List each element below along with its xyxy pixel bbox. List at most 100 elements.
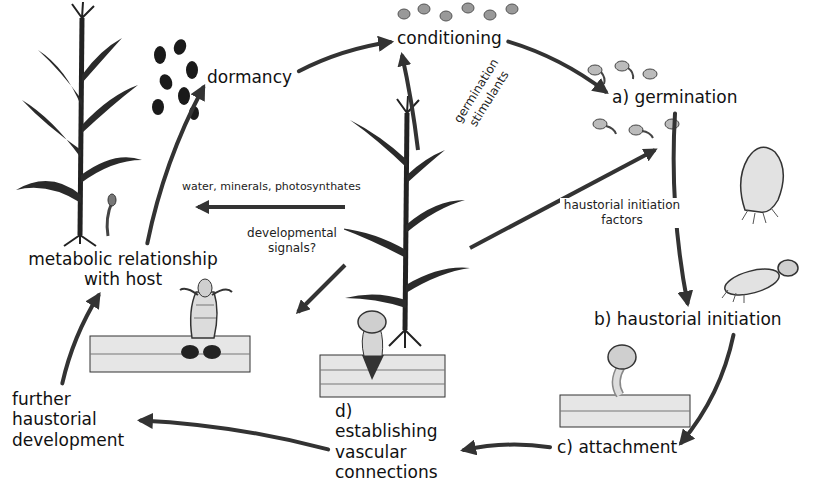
left-host-plant (72, 2, 94, 18)
conditioned-seeds (506, 4, 518, 14)
signal-label: water, minerals, photosynthates (180, 180, 363, 194)
center-host-plant (406, 200, 465, 233)
conditioned-seeds (462, 3, 474, 13)
stage-name: further haustorial development (12, 389, 134, 450)
germinating-seeds (606, 126, 616, 134)
stage-label: b) haustorial initiation (592, 308, 784, 330)
further-development-illustration (203, 345, 221, 359)
further-development-illustration (198, 279, 212, 297)
left-host-plant (81, 157, 142, 183)
dormant-seeds (178, 87, 190, 105)
haustorium-seedlings (742, 208, 778, 224)
center-host-plant (340, 228, 406, 258)
haustorium-seedlings (741, 147, 784, 212)
left-host-plant (64, 235, 96, 246)
vascular-connection-illustration (320, 384, 445, 385)
conditioned-seeds (484, 10, 496, 20)
vascular-connection-illustration (362, 355, 384, 380)
left-host-plant (38, 50, 82, 108)
cycle-arrow (147, 88, 203, 244)
signal-label: developmental signals? (240, 226, 344, 256)
attachment-illustration (560, 345, 690, 427)
center-host-plant (350, 120, 407, 168)
further-development-illustration (90, 354, 250, 355)
further-development-illustration (90, 336, 250, 372)
signal-label: germination stimulants (447, 51, 518, 140)
center-host-plant (407, 150, 445, 183)
germinating-seeds (628, 68, 633, 79)
center-host-plant (406, 268, 470, 293)
vascular-connection-illustration (358, 311, 386, 333)
germinating-seeds (588, 65, 602, 75)
vascular-connection-illustration (320, 355, 445, 397)
haustorium-seedlings (722, 290, 744, 303)
left-host-plant (82, 38, 122, 83)
stage-label: further haustorial development (10, 388, 136, 451)
center-host-plant (340, 96, 470, 348)
conditioned-seeds (440, 11, 452, 21)
germinating-seeds (665, 119, 679, 129)
haustorium-seedlings (778, 260, 798, 276)
center-host-plant (405, 113, 407, 330)
conditioned-seeds (418, 4, 430, 14)
stage-name: d) establishing vascular connections (335, 401, 457, 483)
dormant-seeds (172, 37, 189, 56)
germinating-seeds (642, 131, 653, 138)
attachment-illustration (616, 367, 621, 395)
attachment-illustration (560, 395, 690, 427)
stage-label: c) attachment (555, 436, 679, 458)
left-host-plant (22, 100, 81, 158)
left-host-plant (107, 202, 112, 236)
stage-name: c) attachment (557, 437, 677, 457)
further-development-illustration (194, 305, 216, 318)
conditioned-seeds (398, 9, 410, 19)
further-development-illustration (181, 345, 199, 359)
host-signal-arrows (198, 205, 345, 209)
signal-label: haustorial initiation factors (560, 198, 684, 228)
center-host-plant (345, 294, 406, 308)
stage-label: d) establishing vascular connections (333, 400, 459, 484)
center-host-plant (389, 330, 421, 348)
germinating-seeds (615, 61, 629, 71)
dormant-seeds (157, 72, 175, 92)
host-signal-arrows (402, 55, 418, 150)
left-host-plant (16, 181, 81, 203)
stage-label: dormancy (205, 66, 294, 88)
left-host-plant (16, 2, 142, 246)
stage-label: a) germination (610, 86, 739, 108)
stage-name: metabolic relationship with host (12, 249, 234, 290)
cycle-arrow (508, 42, 605, 92)
stage-label: conditioning (395, 27, 504, 49)
cycle-arrow (141, 420, 328, 449)
stage-name: a) germination (612, 87, 737, 107)
dormant-seeds (186, 61, 198, 79)
germinating-seeds (593, 119, 607, 129)
dormant-seeds (154, 46, 166, 64)
vascular-connection-illustration (320, 370, 445, 371)
germinating-seeds (643, 69, 657, 79)
left-host-plant (82, 85, 138, 133)
further-development-illustration (191, 292, 217, 338)
cycle-arrow (464, 445, 550, 450)
stage-label: metabolic relationship with host (10, 248, 236, 291)
stage-name: conditioning (397, 28, 502, 48)
cycle-arrow (299, 42, 390, 71)
conditioned-seeds (398, 3, 518, 21)
further-development-illustration (90, 279, 250, 372)
attachment-illustration (608, 345, 636, 369)
cycle-arrow (62, 295, 98, 383)
vascular-connection-illustration (320, 311, 445, 397)
haustorium-seedlings (722, 264, 782, 300)
attachment-illustration (560, 411, 690, 412)
haustorium-seedlings (722, 147, 798, 303)
left-host-plant (108, 194, 116, 206)
attachment-illustration (616, 367, 621, 395)
germinating-seeds (601, 72, 605, 84)
germinating-seeds (629, 125, 643, 135)
center-host-plant (397, 96, 419, 113)
stage-name: b) haustorial initiation (594, 309, 782, 329)
cycle-arrow (681, 335, 733, 443)
stage-name: dormancy (207, 67, 292, 87)
